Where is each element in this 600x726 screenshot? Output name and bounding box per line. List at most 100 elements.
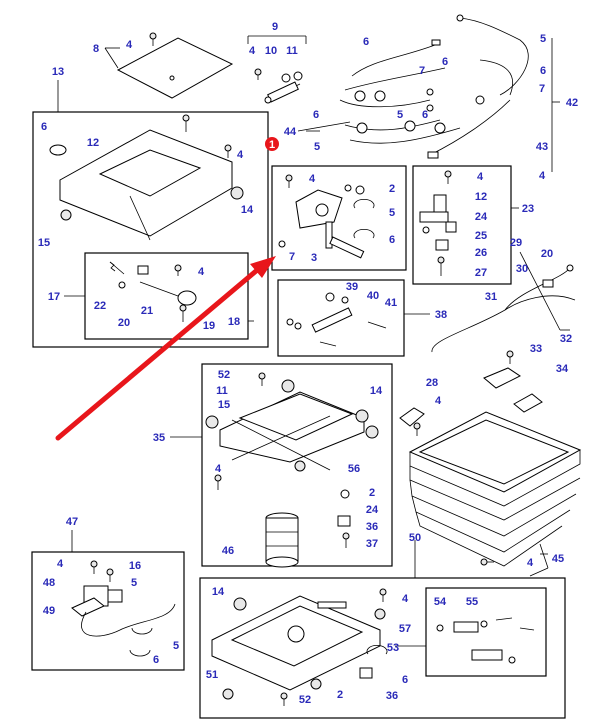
label-24: 24 xyxy=(475,211,488,223)
box-35-scissor-frame xyxy=(201,363,393,567)
label-2: 2 xyxy=(369,487,375,499)
label-4: 4 xyxy=(477,171,484,183)
screw-icon xyxy=(106,568,114,582)
label-10: 10 xyxy=(265,45,277,57)
screw-icon xyxy=(182,114,190,132)
screw-icon xyxy=(258,372,266,386)
label-7: 7 xyxy=(289,251,295,263)
label-38: 38 xyxy=(435,309,447,321)
callout-marker-1: 1 xyxy=(265,137,279,151)
screw-icon xyxy=(444,170,452,184)
screw-icon xyxy=(413,422,421,436)
label-5: 5 xyxy=(540,33,546,45)
label-41: 41 xyxy=(385,297,397,309)
label-6: 6 xyxy=(313,109,319,121)
box-38-shock-kit xyxy=(277,279,405,357)
cable-harness xyxy=(339,14,529,159)
clip-6-icon xyxy=(49,144,67,156)
label-2: 2 xyxy=(389,183,395,195)
label-16: 16 xyxy=(129,560,141,572)
bushing-15-icon xyxy=(60,209,72,221)
label-4: 4 xyxy=(402,593,409,605)
label-34: 34 xyxy=(556,363,569,375)
label-23: 23 xyxy=(522,203,534,215)
label-4: 4 xyxy=(527,557,534,569)
screw-icon xyxy=(179,304,187,322)
label-52: 52 xyxy=(218,369,230,381)
label-48: 48 xyxy=(43,577,55,589)
box-47-valve-assembly xyxy=(31,551,185,671)
label-6: 6 xyxy=(389,234,395,246)
screw-icon xyxy=(285,174,293,188)
label-15: 15 xyxy=(38,237,50,249)
valve-assembly-parts xyxy=(71,560,176,657)
scissor-frame-parts xyxy=(205,372,379,548)
part-number-labels: 9 8 4 4 10 11 6 5 13 7 6 6 7 42 6 5 6 44… xyxy=(38,21,578,706)
screw-icon xyxy=(506,350,514,364)
lever-assembly-parts xyxy=(278,174,375,259)
label-6: 6 xyxy=(402,674,408,686)
screw-icon xyxy=(90,560,98,574)
screw-icon xyxy=(254,68,262,80)
label-39: 39 xyxy=(346,281,358,293)
label-11: 11 xyxy=(216,385,228,397)
label-4: 4 xyxy=(249,45,256,57)
label-52: 52 xyxy=(299,694,311,706)
label-15: 15 xyxy=(218,399,230,411)
label-13: 13 xyxy=(52,66,64,78)
label-5: 5 xyxy=(131,577,137,589)
label-7: 7 xyxy=(539,83,545,95)
shock-kit-parts xyxy=(286,292,387,347)
label-36: 36 xyxy=(386,690,398,702)
box-23-switch-assembly xyxy=(412,165,512,285)
label-4: 4 xyxy=(198,266,205,278)
label-5: 5 xyxy=(397,109,403,121)
label-20: 20 xyxy=(541,248,553,260)
label-42: 42 xyxy=(566,97,578,109)
label-6: 6 xyxy=(363,36,369,48)
label-14: 14 xyxy=(241,204,254,216)
label-32: 32 xyxy=(560,333,572,345)
leader-lines xyxy=(57,35,570,647)
label-3: 3 xyxy=(311,252,317,264)
label-40: 40 xyxy=(367,290,379,302)
label-4: 4 xyxy=(237,149,244,161)
sensor-cable xyxy=(431,264,576,353)
label-12: 12 xyxy=(475,191,487,203)
label-6: 6 xyxy=(41,121,47,133)
label-45: 45 xyxy=(552,553,564,565)
label-2: 2 xyxy=(337,689,343,701)
label-29: 29 xyxy=(510,237,522,249)
label-6: 6 xyxy=(442,56,448,68)
screw-icon xyxy=(280,692,288,706)
label-35: 35 xyxy=(153,432,165,444)
rail-kit-parts xyxy=(436,617,535,664)
label-26: 26 xyxy=(475,247,487,259)
label-18: 18 xyxy=(228,316,240,328)
label-17: 17 xyxy=(48,291,60,303)
label-14: 14 xyxy=(212,586,225,598)
label-5: 5 xyxy=(389,207,395,219)
bushing-14-icon xyxy=(230,186,244,200)
label-6: 6 xyxy=(422,109,428,121)
label-6: 6 xyxy=(540,65,546,77)
switch-assembly-parts xyxy=(419,170,457,276)
label-27: 27 xyxy=(475,267,487,279)
label-54: 54 xyxy=(434,596,447,608)
label-5: 5 xyxy=(173,640,179,652)
bellows-cover xyxy=(408,411,582,567)
label-8: 8 xyxy=(93,43,99,55)
label-20: 20 xyxy=(118,317,130,329)
screw-icon xyxy=(480,558,494,566)
bracket-28-icon xyxy=(399,407,425,436)
cover-plate xyxy=(116,37,234,99)
label-57: 57 xyxy=(399,623,411,635)
screw-icon xyxy=(224,144,232,158)
label-28: 28 xyxy=(426,377,438,389)
label-56: 56 xyxy=(348,463,360,475)
pin-assembly-9 xyxy=(264,71,303,104)
box-53-rail-kit xyxy=(425,587,547,677)
screw-icon xyxy=(174,264,182,276)
seat-frame-plate xyxy=(59,129,233,241)
